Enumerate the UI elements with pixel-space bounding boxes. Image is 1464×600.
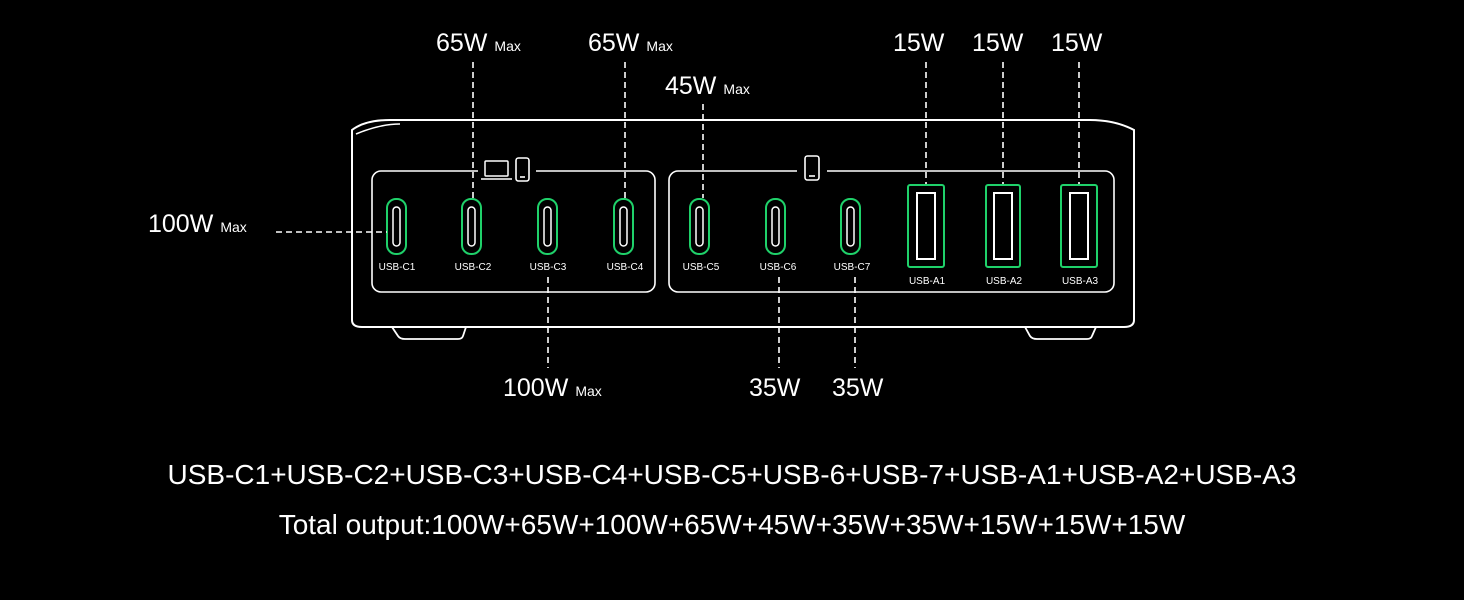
port-label-usb-c3: USB-C3: [529, 262, 567, 273]
port-label-usb-a3: USB-A3: [1061, 276, 1099, 287]
port-usb-c6: [765, 198, 786, 255]
port-usb-c3: [537, 198, 558, 255]
port-usb-c1: [386, 198, 407, 255]
port-label-usb-c6: USB-C6: [759, 262, 797, 273]
port-label-usb-c4: USB-C4: [606, 262, 644, 273]
port-usb-c7: [840, 198, 861, 255]
watt-usb-c1: 100W Max: [148, 212, 247, 237]
watt-value: 45W: [665, 72, 717, 100]
watt-usb-a3: 15W: [1051, 31, 1102, 56]
watt-max: Max: [494, 38, 521, 54]
watt-max: Max: [220, 219, 247, 235]
watt-usb-c6: 35W: [749, 376, 800, 401]
watt-usb-a2: 15W: [972, 31, 1023, 56]
watt-max: Max: [646, 38, 673, 54]
panel-left: [371, 170, 656, 293]
watt-value: 15W: [893, 29, 945, 57]
port-usb-a1: [907, 184, 945, 268]
phone-icon: [515, 157, 530, 182]
charger-foot-right: [1024, 326, 1097, 340]
watt-value: 100W: [503, 374, 569, 402]
watt-value: 65W: [436, 29, 488, 57]
port-usb-a2: [985, 184, 1021, 268]
watt-value: 35W: [749, 374, 801, 402]
charger-top-edge: [355, 123, 401, 135]
watt-usb-c3: 100W Max: [503, 376, 602, 401]
port-usb-c5: [689, 198, 710, 255]
watt-value: 100W: [148, 210, 214, 238]
charger-foot-left: [391, 326, 467, 340]
port-label-usb-a1: USB-A1: [908, 276, 946, 287]
port-usb-a3: [1060, 184, 1098, 268]
port-label-usb-c7: USB-C7: [833, 262, 871, 273]
phone-icon: [804, 155, 820, 181]
laptop-icon: [481, 160, 512, 180]
total-output-line: Total output:100W+65W+100W+65W+45W+35W+3…: [278, 509, 1186, 540]
port-label-usb-a2: USB-A2: [985, 276, 1023, 287]
watt-value: 15W: [1051, 29, 1103, 57]
watt-usb-c5: 45W Max: [665, 74, 750, 99]
charger-body: [351, 119, 1135, 328]
port-label-usb-c1: USB-C1: [378, 262, 416, 273]
watt-usb-a1: 15W: [893, 31, 944, 56]
watt-value: 15W: [972, 29, 1024, 57]
ports-sum-line: USB-C1+USB-C2+USB-C3+USB-C4+USB-C5+USB-6…: [167, 459, 1297, 490]
watt-usb-c4: 65W Max: [588, 31, 673, 56]
port-label-usb-c5: USB-C5: [682, 262, 720, 273]
watt-value: 65W: [588, 29, 640, 57]
watt-max: Max: [723, 81, 750, 97]
watt-usb-c2: 65W Max: [436, 31, 521, 56]
watt-value: 35W: [832, 374, 884, 402]
port-usb-c2: [461, 198, 482, 255]
watt-usb-c7: 35W: [832, 376, 883, 401]
port-label-usb-c2: USB-C2: [454, 262, 492, 273]
panel-right: [668, 170, 1115, 293]
port-usb-c4: [613, 198, 634, 255]
watt-max: Max: [575, 383, 602, 399]
